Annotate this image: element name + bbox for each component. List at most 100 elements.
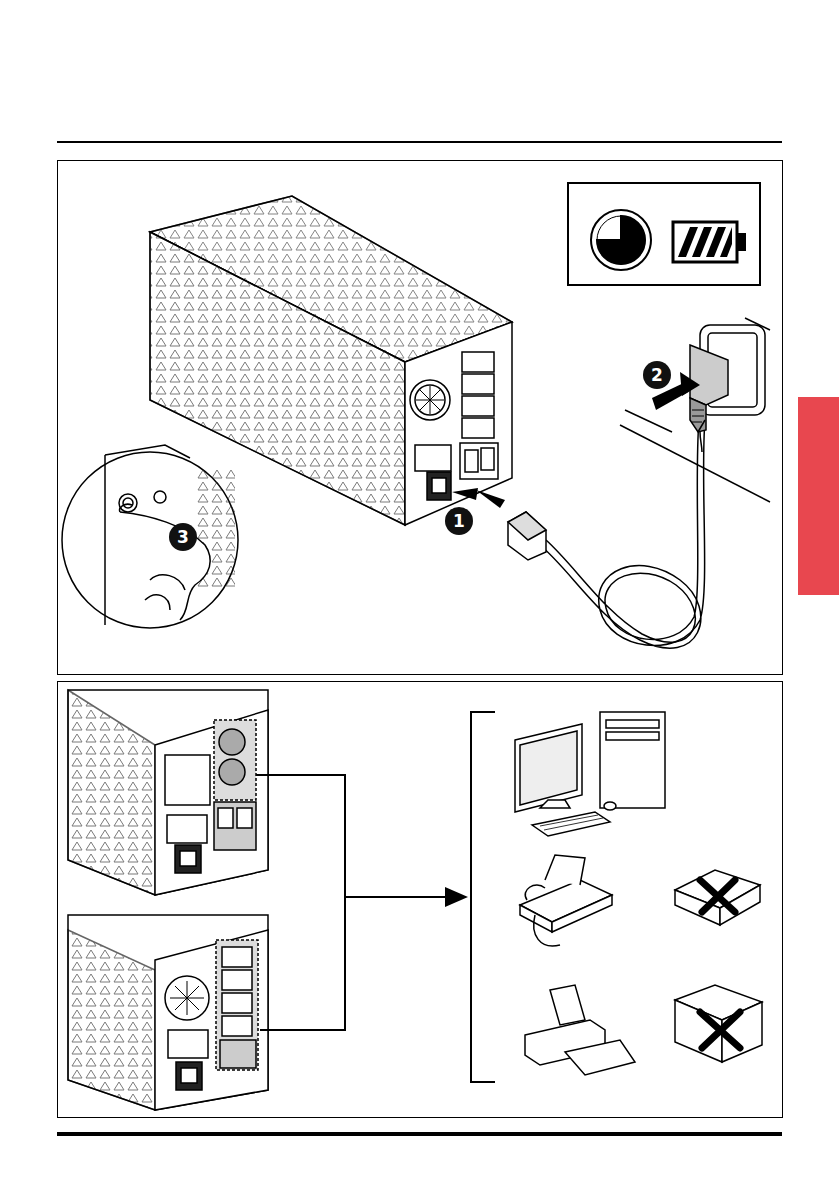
zoom-detail-part — [62, 452, 238, 628]
status-icons-part — [597, 216, 645, 264]
ups-rear-view-part — [222, 947, 252, 967]
ups-rear-view-part — [155, 930, 268, 1110]
section-tab — [798, 397, 839, 595]
zoom-detail-part — [120, 504, 132, 512]
ups-unit-part — [462, 374, 494, 394]
zoom-detail-part — [145, 575, 185, 610]
ups-rear-view-part — [219, 759, 245, 785]
zoom-detail-part — [123, 498, 133, 508]
computer-icon-part — [540, 800, 570, 808]
outlet-bracket — [256, 712, 495, 1082]
ups-rear-view-part — [68, 930, 155, 1110]
fax-icon-part — [534, 915, 560, 946]
ups-rear-view — [68, 690, 268, 895]
ups-rear-view — [68, 915, 268, 1110]
fax-icon-part — [520, 905, 552, 932]
ups-rear-view-part — [68, 690, 268, 895]
ups-unit-part — [460, 443, 498, 479]
zoom-detail-part — [120, 512, 210, 620]
wall-socket-part — [692, 410, 704, 422]
fax-icon-part — [525, 885, 545, 900]
ups-rear-view-part — [176, 1062, 202, 1090]
insert-arrow — [168, 372, 700, 550]
ups-unit-part — [415, 385, 445, 415]
wall-socket-part — [625, 410, 672, 432]
insert-arrow-part — [680, 372, 700, 396]
wall-socket-part — [620, 425, 770, 502]
wall-socket-part — [690, 345, 728, 405]
ups-unit-part — [427, 472, 451, 500]
top-rule — [57, 141, 782, 143]
ups-rear-view-part — [220, 1040, 256, 1068]
wall-socket-part — [698, 420, 705, 452]
ups-rear-view-part — [218, 808, 233, 828]
power-cord-part — [508, 512, 546, 540]
callout-text: 2 — [651, 367, 663, 384]
computer-icon-part — [515, 724, 582, 812]
status-icons-part — [568, 183, 760, 285]
computer-icon-part — [600, 712, 665, 808]
ups-unit-part — [416, 386, 444, 414]
ups-unit-part — [462, 396, 494, 416]
fax-icon — [520, 855, 612, 946]
printer-icon-part — [550, 985, 585, 1025]
ups-rear-view-part — [214, 802, 256, 850]
ups-rear-view-part — [216, 940, 258, 1070]
ups-rear-view-part — [165, 755, 210, 805]
callout-number: 3 — [169, 523, 197, 551]
ups-rear-view-part — [68, 690, 155, 895]
callout-text: 3 — [177, 529, 189, 546]
ups-unit-part — [465, 450, 478, 472]
ups-unit-part — [410, 380, 450, 420]
callout-text: 1 — [453, 513, 465, 530]
ups-unit-part — [462, 418, 494, 438]
crossed-device-part — [700, 1012, 740, 1048]
arrow-head — [445, 887, 468, 907]
ups-rear-view-part — [170, 981, 204, 1015]
fax-icon-part — [552, 895, 612, 932]
zoom-detail-part — [105, 445, 190, 458]
printer-icon — [525, 985, 635, 1075]
bottom-rule — [57, 1132, 782, 1136]
ups-rear-view-part — [167, 815, 207, 843]
zoom-detail-part — [119, 494, 137, 512]
ups-unit-part — [432, 478, 446, 493]
ups-rear-view-part — [214, 720, 256, 800]
wall-socket — [620, 318, 770, 502]
wall-socket-part — [690, 398, 706, 432]
zoom-detail — [62, 445, 238, 628]
zoom-detail-part — [154, 491, 166, 503]
insert-arrow-part — [476, 490, 505, 508]
ups-rear-view-part — [165, 976, 209, 1020]
status-icons-part — [673, 222, 737, 262]
computer-icon-part — [540, 815, 603, 830]
printer-icon-part — [565, 1040, 635, 1075]
computer-icon — [515, 712, 665, 836]
ups-rear-view-part — [219, 729, 245, 755]
outlet-bracket-part — [471, 712, 495, 1082]
ups-rear-view-part — [155, 710, 268, 895]
ups-unit-part — [462, 352, 494, 372]
outlet-bracket-part — [345, 896, 445, 898]
crossed-device — [675, 870, 760, 925]
fax-icon-part — [545, 855, 585, 885]
ups-unit-part — [415, 445, 451, 471]
ups-rear-view-part — [222, 1016, 252, 1036]
crossed-device — [675, 985, 762, 1062]
ups-rear-view-part — [68, 915, 268, 1110]
computer-icon-part — [606, 720, 659, 728]
power-cord-part — [540, 420, 705, 648]
status-icons-part — [597, 216, 645, 264]
panel-frame — [58, 161, 783, 675]
ups-rear-view-part — [222, 970, 252, 990]
status-icons-part — [591, 210, 651, 270]
computer-icon-part — [606, 732, 659, 740]
panel-frame — [58, 682, 783, 1118]
power-cord-part — [508, 512, 546, 560]
ups-rear-view-part — [222, 993, 252, 1013]
ups-unit-part — [481, 448, 494, 470]
callout-number: 2 — [643, 361, 671, 389]
status-icons-part — [737, 234, 745, 250]
ups-rear-view-part — [237, 808, 252, 828]
